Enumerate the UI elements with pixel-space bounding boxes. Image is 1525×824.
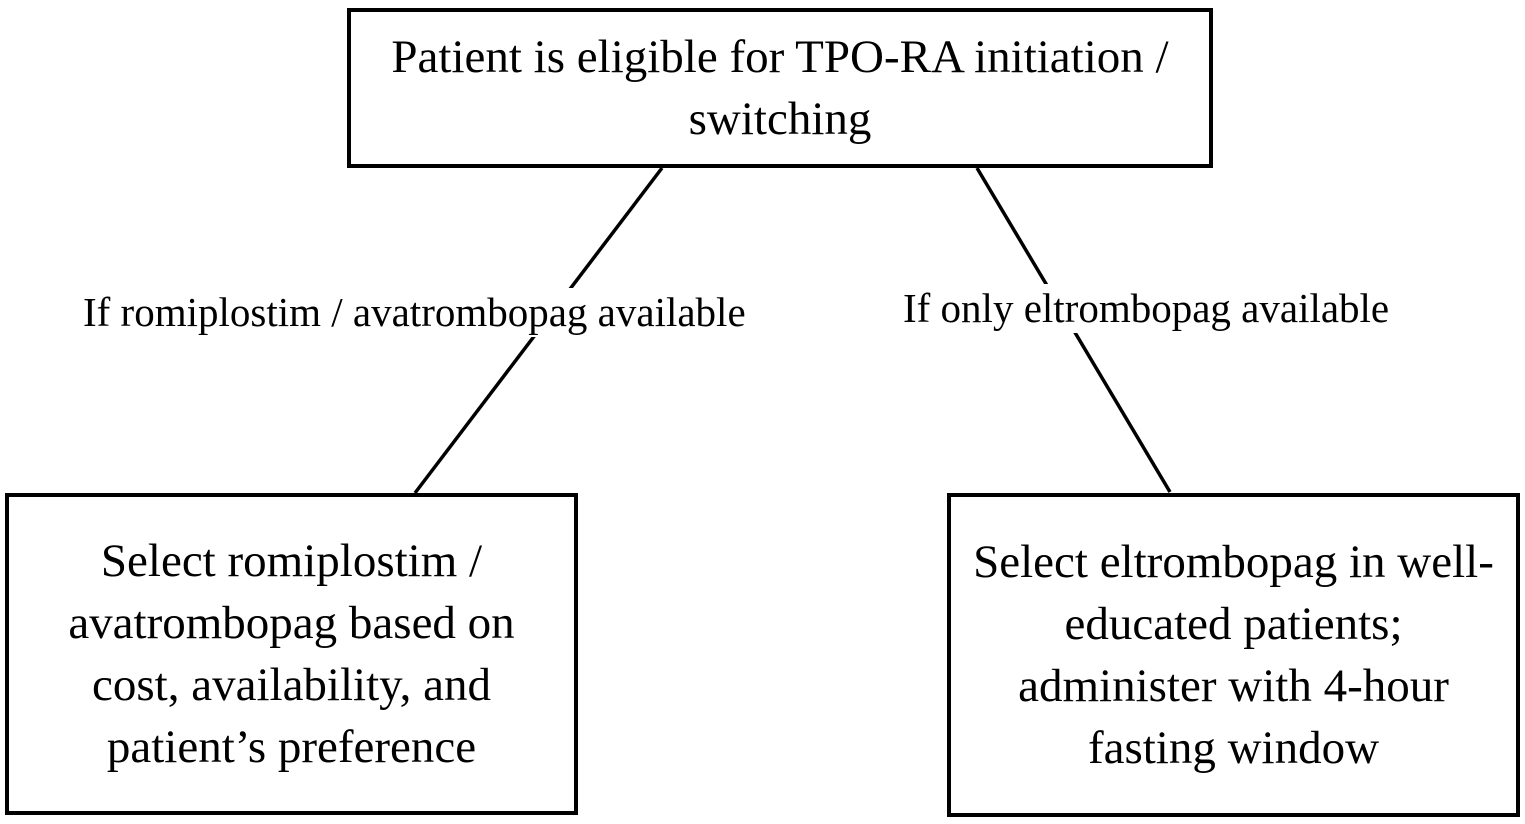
node-outcome-romiplostim-avatrombopag: Select romiplostim / avatrombopag based … — [5, 493, 578, 815]
edge-label-right-condition: If only eltrombopag available — [897, 284, 1396, 334]
node-root-text: Patient is eligible for TPO-RA initiatio… — [391, 30, 1169, 145]
node-left-text: Select romiplostim / avatrombopag based … — [68, 534, 515, 774]
edge-label-left-condition: If romiplostim / avatrombopag available — [77, 288, 752, 338]
node-root-eligibility: Patient is eligible for TPO-RA initiatio… — [347, 8, 1213, 168]
node-right-text: Select eltrombopag in well-educated pati… — [973, 535, 1494, 775]
node-outcome-eltrombopag: Select eltrombopag in well-educated pati… — [947, 493, 1520, 817]
